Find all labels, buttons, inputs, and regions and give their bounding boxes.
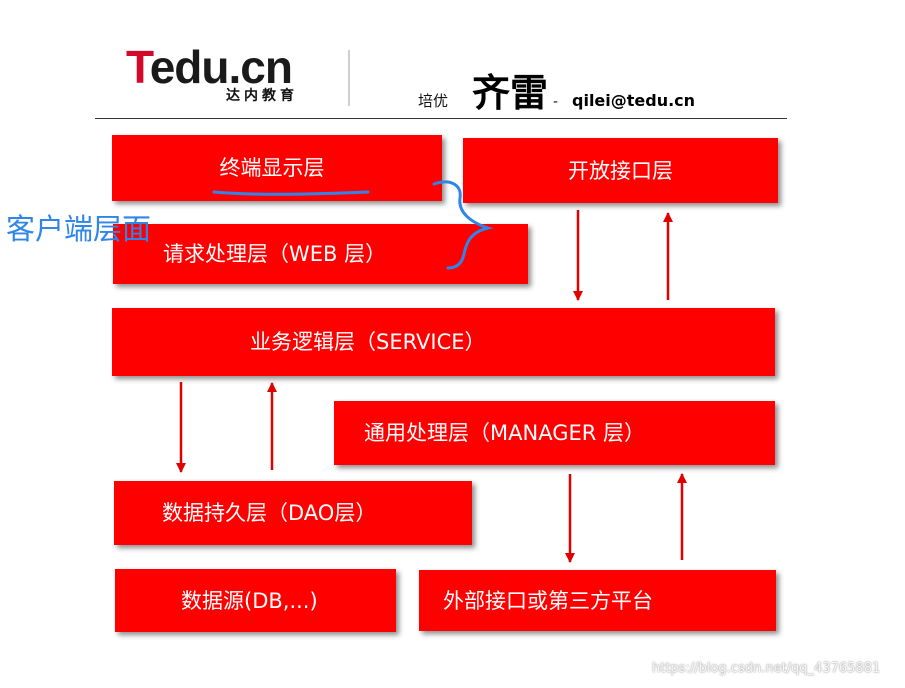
logo-brand-t: T <box>126 41 151 93</box>
header-name: 齐雷 <box>472 71 549 115</box>
layer-open-interface: 开放接口层 <box>463 138 778 203</box>
layer-service: 业务逻辑层（SERVICE） <box>112 308 775 376</box>
layer-manager: 通用处理层（MANAGER 层） <box>334 401 775 465</box>
layer-dao-label: 数据持久层（DAO层） <box>162 501 377 525</box>
layer-external-interface: 外部接口或第三方平台 <box>419 570 776 631</box>
header-dash: - <box>553 94 559 110</box>
header-rule <box>95 118 787 119</box>
layer-service-label: 业务逻辑层（SERVICE） <box>250 330 486 354</box>
header-label: 培优 <box>418 92 449 110</box>
layer-dao: 数据持久层（DAO层） <box>114 481 472 545</box>
logo-divider <box>348 50 350 106</box>
watermark: https://blog.csdn.net/qq_43765881 <box>652 661 881 676</box>
logo-subtitle: 达内教育 <box>226 88 298 104</box>
header-email: qilei@tedu.cn <box>572 91 696 110</box>
layer-open-interface-label: 开放接口层 <box>568 158 673 183</box>
layer-data-source-label: 数据源(DB,...) <box>181 588 318 613</box>
layer-web-label: 请求处理层（WEB 层） <box>163 242 387 266</box>
logo-brand-rest: edu.cn <box>149 41 293 93</box>
layer-data-source: 数据源(DB,...) <box>115 569 396 632</box>
layer-external-label: 外部接口或第三方平台 <box>443 588 653 613</box>
layer-web: 请求处理层（WEB 层） <box>113 224 528 284</box>
layer-manager-label: 通用处理层（MANAGER 层） <box>364 421 645 445</box>
client-layer-annotation: 客户端层面 <box>6 212 152 246</box>
tedu-logo: Tedu.cn 达内教育 <box>126 44 356 108</box>
layer-terminal-display: 终端显示层 <box>112 135 442 201</box>
logo-brand: Tedu.cn <box>126 41 293 93</box>
layer-terminal-label: 终端显示层 <box>219 156 325 180</box>
